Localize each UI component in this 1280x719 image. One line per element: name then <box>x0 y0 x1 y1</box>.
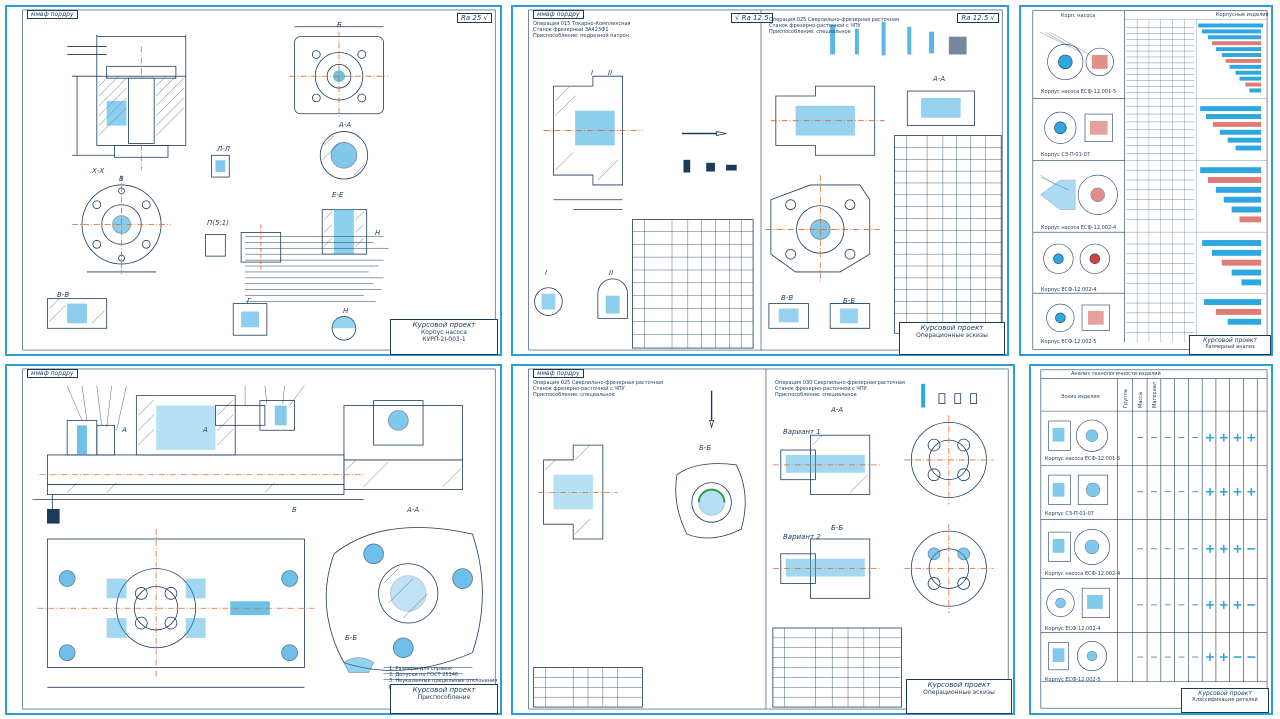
sheet1-roughness: Ra 25 √ <box>457 13 492 23</box>
sheet6-table-title: Анализ технологичности изделий <box>1071 371 1161 377</box>
sheet4-section-aa: А-А <box>407 506 420 514</box>
sheet4-note-1: 1. Размеры для справок <box>389 666 453 672</box>
sheet3-stamp-title: Курсовой проект <box>1203 337 1257 344</box>
sheet4-section-a2: А <box>203 426 208 434</box>
sheet5-stamp-title: Курсовой проект <box>927 681 991 689</box>
sheet-part-drawing[interactable]: ммвф пордру Ra 25 √ Б Х-Х В Л-Л А-А Е-Е … <box>5 5 502 356</box>
sheet4-title-block: Курсовой проект Приспособление <box>390 684 498 714</box>
sheet3-title-block: Курсовой проект Размерный анализ <box>1189 335 1271 355</box>
section-label-vv: В-В <box>57 291 70 299</box>
sheet5-section-bb-right: Б-Б <box>831 524 844 532</box>
sheet2-roman-ii: II <box>608 69 613 77</box>
sheet6-stamp-title: Курсовой проект <box>1198 690 1252 697</box>
sheet5-op-header-left: Операция 025 Сверлильно-фрезерная расточ… <box>533 380 663 386</box>
sheet6-col-mass: Масса <box>1138 392 1144 408</box>
sheet2-detail-i: I <box>545 269 548 277</box>
sheet6-col-material: Материал <box>1152 381 1158 408</box>
section-label-aa: А-А <box>339 121 352 129</box>
sheet4-section-b: Б <box>292 506 297 514</box>
sheet2-op-header-left: Операция 015 Токарно-Комплексная <box>533 21 631 27</box>
sheet5-section-aa: А-А <box>831 406 844 414</box>
sheet-operation-sketches-1[interactable]: ммвф пордру √ Ra 12.5 Ra 12.5 √ Операция… <box>511 5 1009 356</box>
sheet5-op-sub-left: Станок фрезерно-расточной с ЧПУ <box>533 386 625 392</box>
sheet4-section-a1: А <box>122 426 127 434</box>
sheet1-stamp-part: Корпус насоса <box>421 329 467 336</box>
sheet6-row-2: Корпус СЗ-П-01-07 <box>1045 511 1094 517</box>
sheet5-stamp-part: Операционные эскизы <box>923 689 995 696</box>
sheet6-row-3: Корпус насоса ЕСФ-12.002-4 <box>1045 571 1121 577</box>
sheet3-caption-5: Корпус ЕСФ-12.002-5 <box>1041 339 1097 345</box>
part-drawing-graphic <box>22 9 496 351</box>
sheet2-title-block: Курсовой проект Операционные эскизы <box>899 322 1005 355</box>
sheet2-stamp-title: Курсовой проект <box>920 324 984 332</box>
sheet-dimensional-analysis[interactable]: Корп. насоса Корпусные изделия Корпус на… <box>1019 5 1273 356</box>
part-classification-graphic <box>1040 369 1268 709</box>
section-label-n2: Н <box>343 307 349 315</box>
sheet6-col-sketch: Эскиз изделия <box>1061 394 1100 400</box>
sheet3-caption-3: Корпус насоса ЕСФ-12.002-4 <box>1041 225 1117 231</box>
fixture-assembly-graphic <box>22 368 496 710</box>
sheet2-corner-label: ммвф пордру <box>533 10 584 19</box>
sheet5-op-header-right: Операция 030 Сверлильно-фрезерная расточ… <box>775 380 905 386</box>
sheet6-row-1: Корпус насоса ЕСФ-12.001-5 <box>1045 456 1121 462</box>
sheet3-header-right: Корпусные изделия <box>1216 12 1269 18</box>
sheet2-roughness-right: Ra 12.5 √ <box>957 13 999 23</box>
sheet5-op-sub-right: Станок фрезерно-расточной с ЧПУ <box>775 386 867 392</box>
sheet1-title-block: Курсовой проект Корпус насоса КУРП-2І-00… <box>390 319 498 355</box>
sheet6-stamp-part: Классификация деталей <box>1192 697 1258 703</box>
section-label-p: П(5:1) <box>207 219 229 227</box>
sheet1-stamp-title: Курсовой проект <box>412 321 476 329</box>
section-label-g: Г <box>247 297 251 305</box>
sheet-fixture-assembly[interactable]: ммвф пордру А А А-А Б-Б Б 1. Размеры для… <box>5 364 502 715</box>
operation-sketches-2-graphic <box>528 368 1009 710</box>
sheet4-note-2: 2. Допуски по ГОСТ 25346 <box>389 672 459 678</box>
sheet2-op-fix-right: Приспособление: специальное <box>769 29 851 35</box>
sheet2-roughness-left: √ Ra 12.5 <box>731 13 773 23</box>
sheet6-row-5: Корпус ЕСФ-12.002-5 <box>1045 677 1101 683</box>
section-label-ll: Л-Л <box>217 145 231 153</box>
sheet4-corner-label: ммвф пордру <box>27 369 78 378</box>
section-label-ee: Е-Е <box>332 191 344 199</box>
sheet5-variant-2: Вариант 2 <box>783 533 821 541</box>
sheet6-title-block: Курсовой проект Классификация деталей <box>1181 688 1269 713</box>
sheet5-op-fix-left: Приспособление: специальное <box>533 392 615 398</box>
sheet2-roman-i: I <box>591 69 594 77</box>
sheet5-variant-1: Вариант 1 <box>783 428 821 436</box>
operation-sketches-1-graphic <box>528 9 1003 351</box>
sheet3-header-left: Корп. насоса <box>1061 13 1096 19</box>
sheet2-detail-ii: II <box>609 269 614 277</box>
sheet2-stamp-part: Операционные эскизы <box>916 332 988 339</box>
sheet2-section-bb: Б-Б <box>843 297 856 305</box>
section-label-xx: Х-Х <box>92 167 105 175</box>
sheet3-stamp-part: Размерный анализ <box>1205 344 1255 350</box>
sheet3-caption-4: Корпус ЕСФ-12.002-4 <box>1041 287 1097 293</box>
sheet3-caption-2: Корпус СЗ-П-01-07 <box>1041 152 1090 158</box>
sheet5-corner-label: ммвф пордру <box>533 369 584 378</box>
sheet6-row-4: Корпус ЕСФ-12.002-4 <box>1045 626 1101 632</box>
sheet1-stamp-code: КУРП-2І-003-1 <box>422 336 466 343</box>
section-label-b: Б <box>337 21 342 29</box>
section-label-v: В <box>119 175 124 183</box>
sheet4-section-bb: Б-Б <box>345 634 358 642</box>
sheet-part-classification[interactable]: Анализ технологичности изделий Эскиз изд… <box>1029 364 1273 715</box>
sheet2-op-header-right: Операция 025 Сверлильно-фрезерная расточ… <box>769 17 899 23</box>
sheet2-section-aa: А-А <box>933 75 946 83</box>
section-label-n: Н <box>375 229 381 237</box>
sheet5-op-fix-right: Приспособление: специальное <box>775 392 857 398</box>
sheet3-caption-1: Корпус насоса ЕСФ-12.001-5 <box>1041 89 1117 95</box>
sheet-operation-sketches-2[interactable]: ммвф пордру Операция 025 Сверлильно-фрез… <box>511 364 1015 715</box>
dimensional-analysis-graphic <box>1032 10 1268 350</box>
sheet2-op-fix-left: Приспособление: подрезной патрон <box>533 33 629 39</box>
sheet6-col-group: Группа <box>1123 389 1129 408</box>
sheet1-corner-label: ммвф пордру <box>27 10 78 19</box>
sheet5-title-block: Курсовой проект Операционные эскизы <box>906 679 1012 714</box>
sheet2-op-sub-left: Станок фрезерный ЗА423Ф1 <box>533 27 609 33</box>
sheet4-stamp-part: Приспособление <box>417 694 471 701</box>
sheet2-section-vv: В-В <box>781 294 794 302</box>
sheet5-section-bb-left: Б-Б <box>699 444 712 452</box>
sheet4-stamp-title: Курсовой проект <box>412 686 476 694</box>
sheet2-op-sub-right: Станок фрезерно-расточной с ЧПУ <box>769 23 861 29</box>
